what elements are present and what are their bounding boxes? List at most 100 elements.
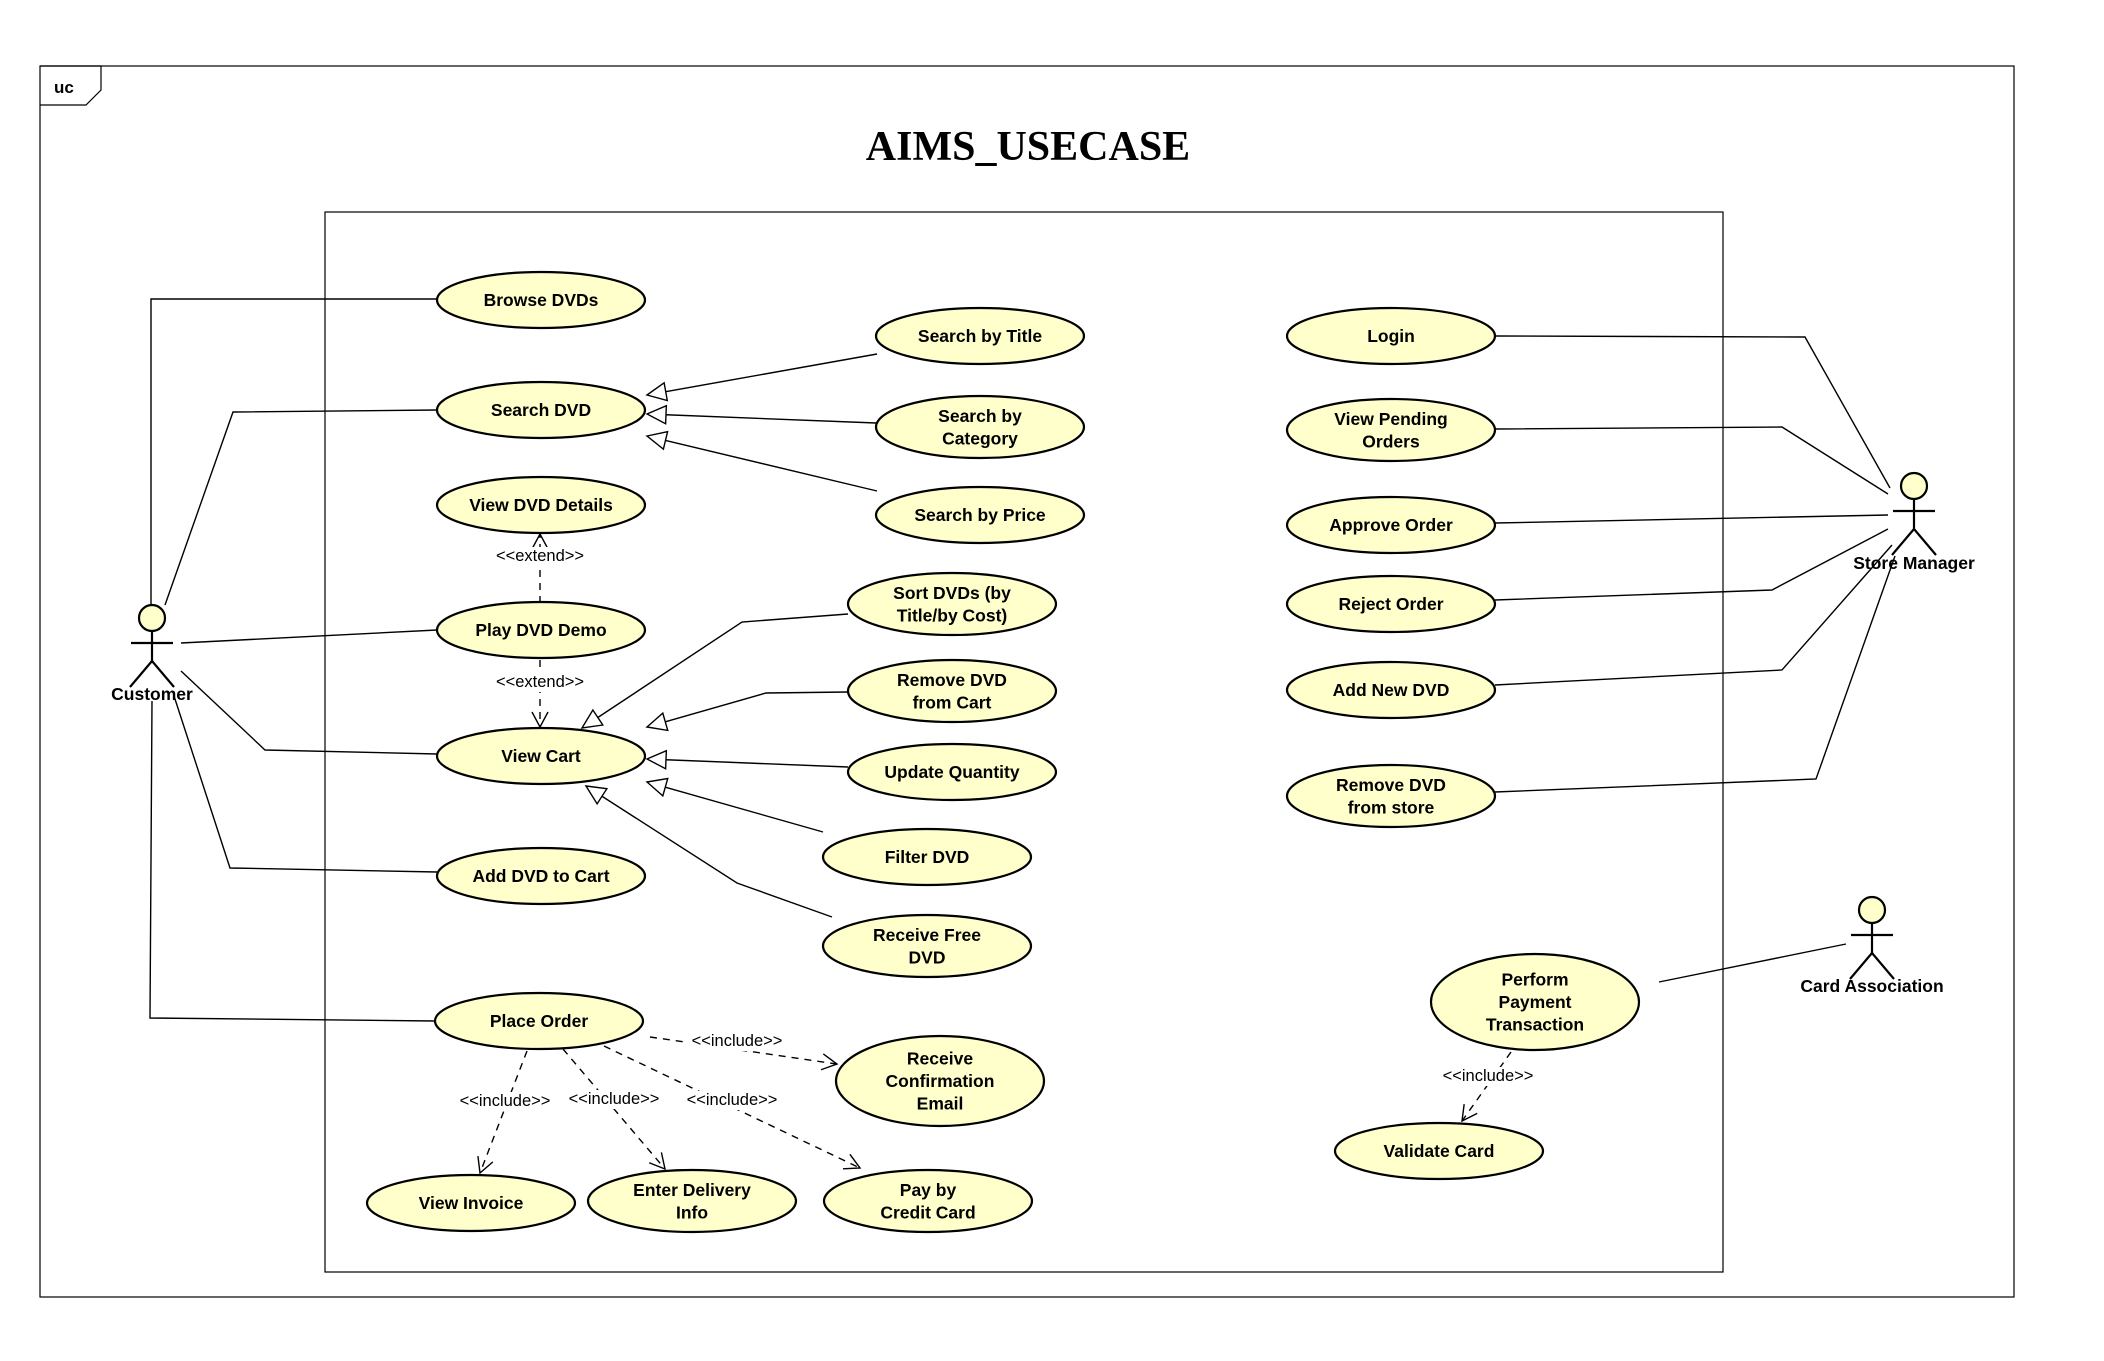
usecase-ellipse[interactable]	[1285, 495, 1497, 555]
usecase-ellipse[interactable]	[435, 475, 647, 535]
stereotype-label: <<include>>	[460, 1092, 551, 1110]
usecase-ellipse[interactable]	[365, 1173, 577, 1233]
generalization-free-to-cart	[601, 795, 833, 918]
usecase-label: Enter Delivery	[633, 1180, 751, 1200]
actor-head	[137, 603, 167, 633]
actor-card[interactable]: Card Association	[1800, 895, 1944, 996]
usecase-ellipse[interactable]	[1285, 574, 1497, 634]
usecase-invoice[interactable]: View Invoice	[365, 1173, 577, 1233]
usecase-validate[interactable]: Validate Card	[1333, 1121, 1545, 1181]
actor-left-leg	[1891, 528, 1915, 556]
dependency-perform-to-validate	[1461, 1051, 1512, 1122]
stereotype-label-bg	[562, 1090, 666, 1109]
usecase-ellipse[interactable]	[435, 600, 647, 660]
usecase-label: Search by Title	[918, 326, 1042, 346]
usecase-ellipse[interactable]	[846, 571, 1058, 637]
association-manager-approve	[1494, 514, 1889, 524]
actor-manager[interactable]: Store Manager	[1853, 471, 1975, 573]
usecase-ellipse[interactable]	[1285, 763, 1497, 829]
usecase-demo[interactable]: Play DVD Demo	[435, 600, 647, 660]
usecase-newdvd[interactable]: Add New DVD	[1285, 660, 1497, 720]
generalization-s_price-to-search	[665, 439, 878, 492]
usecase-ellipse[interactable]	[822, 1168, 1034, 1234]
usecase-browse[interactable]: Browse DVDs	[435, 270, 647, 330]
usecase-ellipse[interactable]	[846, 742, 1058, 802]
actor-label: Customer	[111, 684, 193, 704]
dependency-arrowhead	[477, 1156, 494, 1175]
usecase-order[interactable]: Place Order	[433, 991, 645, 1051]
association-manager-remove_store	[1494, 555, 1896, 793]
usecase-ellipse[interactable]	[1285, 660, 1497, 720]
generalization-s_title-to-search	[665, 353, 878, 393]
usecase-ellipse[interactable]	[1333, 1121, 1545, 1181]
usecase-ellipse[interactable]	[433, 991, 645, 1051]
usecase-cart[interactable]: View Cart	[435, 726, 647, 786]
usecase-label: Search DVD	[491, 400, 591, 420]
usecase-ellipse[interactable]	[821, 913, 1033, 979]
actor-right-leg	[151, 660, 175, 688]
generalization-update-to-cart	[665, 759, 849, 768]
usecase-label: Play DVD Demo	[475, 620, 606, 640]
actor-customer[interactable]: Customer	[111, 603, 193, 704]
usecase-ellipse[interactable]	[874, 306, 1086, 366]
association-manager-newdvd	[1494, 544, 1893, 686]
usecase-add[interactable]: Add DVD to Cart	[435, 846, 647, 906]
usecase-ellipse[interactable]	[821, 827, 1033, 887]
usecase-search[interactable]: Search DVD	[435, 380, 647, 440]
association-manager-reject	[1494, 528, 1889, 601]
association-customer-order	[149, 700, 436, 1022]
usecase-ellipse[interactable]	[586, 1168, 798, 1234]
generalization-arrowhead	[580, 708, 605, 729]
stereotype-label-bg	[1436, 1067, 1540, 1086]
usecase-update[interactable]: Update Quantity	[846, 742, 1058, 802]
usecase-approve[interactable]: Approve Order	[1285, 495, 1497, 555]
usecase-ellipse[interactable]	[1285, 306, 1497, 366]
usecase-login[interactable]: Login	[1285, 306, 1497, 366]
usecase-ellipse[interactable]	[834, 1034, 1046, 1128]
association-customer-search	[164, 409, 438, 606]
usecase-label: Info	[676, 1202, 708, 1222]
usecase-ellipse[interactable]	[874, 485, 1086, 545]
generalization-arrows	[580, 353, 878, 918]
usecase-filter[interactable]: Filter DVD	[821, 827, 1033, 887]
association-card-perform	[1658, 943, 1847, 983]
usecase-label: View Invoice	[419, 1193, 524, 1213]
usecase-reject[interactable]: Reject Order	[1285, 574, 1497, 634]
usecase-ellipse[interactable]	[1285, 397, 1497, 463]
usecase-ellipse[interactable]	[435, 270, 647, 330]
usecase-details[interactable]: View DVD Details	[435, 475, 647, 535]
diagram-title: AIMS_USECASE	[866, 124, 1190, 170]
usecase-label: View Cart	[501, 746, 581, 766]
usecase-ellipse[interactable]	[435, 726, 647, 786]
usecase-ellipse[interactable]	[874, 394, 1086, 460]
usecase-ellipse[interactable]	[435, 380, 647, 440]
usecase-label: from Cart	[913, 692, 992, 712]
usecase-ellipse[interactable]	[435, 846, 647, 906]
usecase-label: View Pending	[1334, 409, 1447, 429]
dependency-arrows: <<extend>><<extend>><<include>><<include…	[453, 532, 1540, 1175]
usecase-ellipse[interactable]	[846, 658, 1058, 724]
usecase-label: Place Order	[490, 1011, 588, 1031]
usecase-s_title[interactable]: Search by Title	[874, 306, 1086, 366]
usecase-s_price[interactable]: Search by Price	[874, 485, 1086, 545]
usecase-label: Perform	[1501, 970, 1568, 990]
stereotype-label: <<extend>>	[496, 547, 584, 565]
association-customer-browse	[150, 298, 437, 606]
usecase-label: Title/by Cost)	[897, 605, 1008, 625]
usecase-label: Remove DVD	[897, 670, 1007, 690]
association-customer-demo	[180, 629, 438, 644]
dependency-arrowhead	[648, 1152, 666, 1171]
usecase-ellipse[interactable]	[1429, 952, 1641, 1052]
frame-tag-box	[40, 65, 102, 106]
